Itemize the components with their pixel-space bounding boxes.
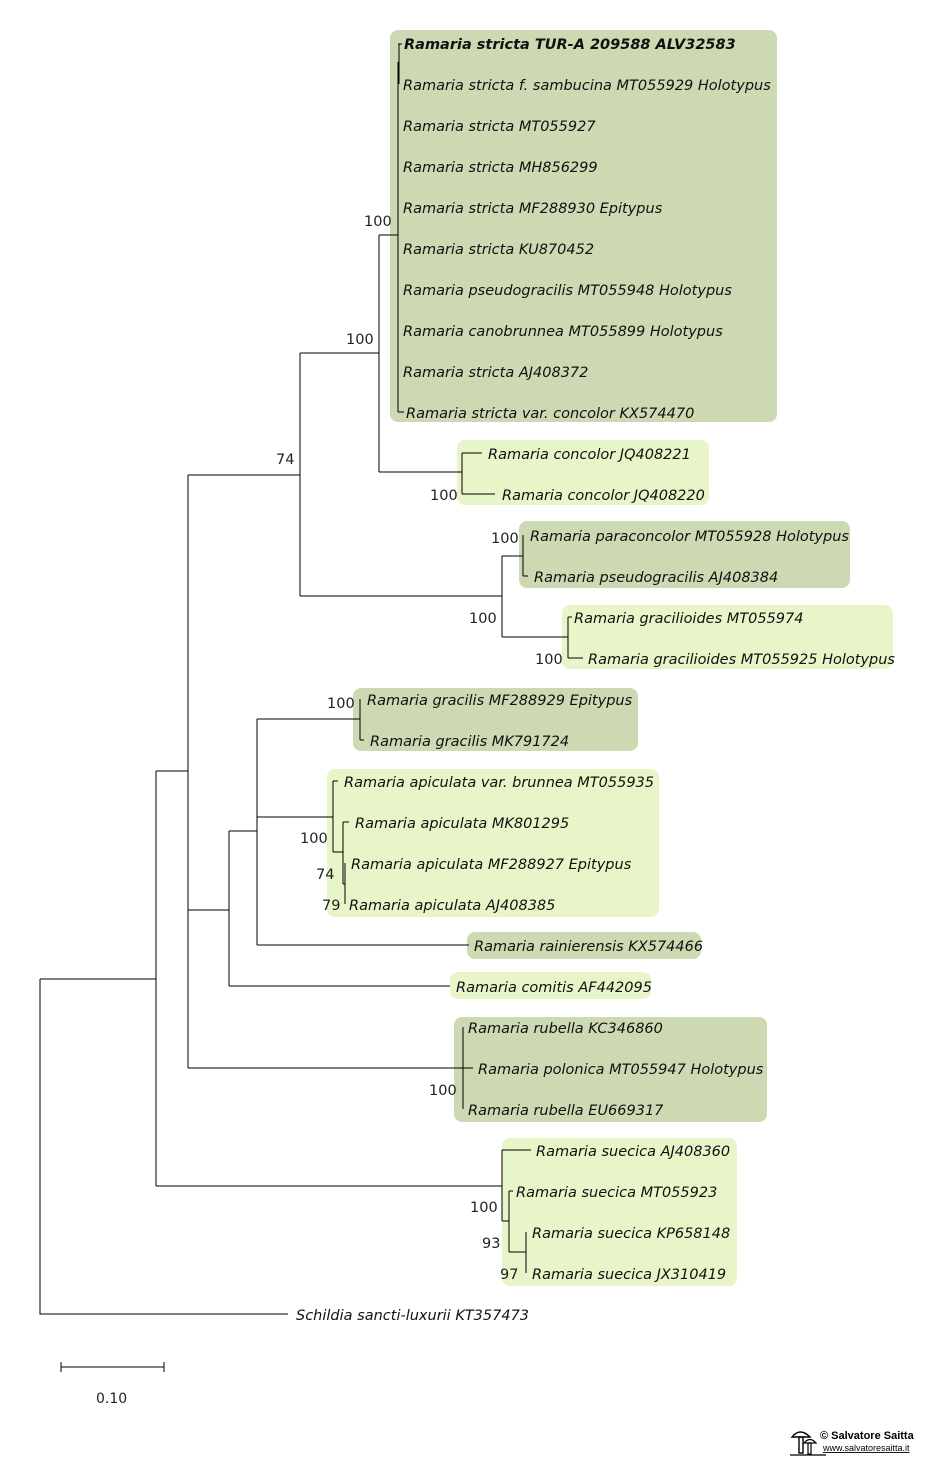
taxon-label: Ramaria rubella EU669317	[468, 1103, 664, 1119]
support-value: 100	[346, 332, 374, 348]
taxon-label: Ramaria concolor JQ408221	[488, 447, 691, 463]
taxon-label: Ramaria apiculata var. brunnea MT055935	[344, 775, 654, 791]
taxon-label: Ramaria gracilis MF288929 Epitypus	[367, 693, 633, 709]
clade-box-gracilis	[353, 688, 638, 751]
clade-box-stricta	[390, 30, 777, 422]
taxon-label: Ramaria suecica MT055923	[516, 1185, 717, 1201]
taxon-label: Ramaria stricta var. concolor KX574470	[406, 406, 694, 422]
taxon-label: Ramaria gracilioides MT055925 Holotypus	[588, 652, 895, 668]
taxon-label: Ramaria pseudogracilis MT055948 Holotypu…	[403, 283, 732, 299]
clade-box-comitis	[450, 972, 651, 999]
taxon-label: Ramaria polonica MT055947 Holotypus	[478, 1062, 764, 1078]
support-value: 100	[470, 1200, 498, 1216]
support-value: 100	[429, 1083, 457, 1099]
taxon-label: Ramaria stricta MF288930 Epitypus	[403, 201, 663, 217]
clade-box-rainierensis	[467, 932, 701, 959]
support-value: 100	[430, 488, 458, 504]
taxon-label: Ramaria gracilioides MT055974	[574, 611, 803, 627]
scale-bar: 0.10	[60, 1362, 165, 1407]
support-value: 100	[327, 696, 355, 712]
support-value: 93	[482, 1236, 500, 1252]
taxon-label: Ramaria rubella KC346860	[468, 1021, 663, 1037]
mushroom-icon	[790, 1431, 826, 1456]
taxon-label: Ramaria stricta MH856299	[403, 160, 598, 176]
taxon-label: Ramaria paraconcolor MT055928 Holotypus	[530, 529, 849, 545]
clade-highlights	[327, 30, 893, 1286]
clade-box-apiculata	[327, 769, 659, 917]
branch	[39, 979, 288, 1315]
clade-box-paraconcolor	[519, 521, 850, 588]
support-values: 100 100 74 100 100 100 100 100 100 74 79…	[276, 214, 563, 1283]
taxon-label: Ramaria apiculata MK801295	[355, 816, 569, 832]
taxon-label: Ramaria concolor JQ408220	[502, 488, 705, 504]
taxon-label: Ramaria suecica JX310419	[532, 1267, 726, 1283]
support-value: 74	[316, 867, 334, 883]
support-value: 74	[276, 452, 294, 468]
support-value: 97	[500, 1267, 518, 1283]
taxon-label: Ramaria stricta f. sambucina MT055929 Ho…	[403, 78, 771, 94]
support-value: 100	[491, 531, 519, 547]
taxon-label: Ramaria stricta AJ408372	[403, 365, 588, 381]
scale-bar-label: 0.10	[96, 1391, 127, 1407]
taxon-label: Ramaria apiculata MF288927 Epitypus	[351, 857, 632, 873]
support-value: 100	[469, 611, 497, 627]
credit-url: www.salvatoresaitta.it	[822, 1443, 910, 1453]
taxon-label: Ramaria suecica AJ408360	[536, 1144, 730, 1160]
taxon-label: Schildia sancti-luxurii KT357473	[296, 1308, 529, 1324]
support-value: 100	[364, 214, 392, 230]
clade-box-gracilioides	[562, 605, 893, 669]
taxon-label: Ramaria gracilis MK791724	[370, 734, 569, 750]
clade-box-rubella	[454, 1017, 767, 1122]
support-value: 79	[322, 898, 340, 914]
clade-box-concolor	[457, 440, 709, 505]
taxon-label: Ramaria apiculata AJ408385	[349, 898, 555, 914]
taxon-label: Ramaria pseudogracilis AJ408384	[534, 570, 778, 586]
support-value: 100	[535, 652, 563, 668]
taxon-label: Ramaria rainierensis KX574466	[474, 939, 703, 955]
tree-branches	[39, 43, 583, 1315]
support-value: 100	[300, 831, 328, 847]
taxon-label: Ramaria stricta MT055927	[403, 119, 596, 135]
taxon-labels: Ramaria stricta TUR-A 209588 ALV32583 Ra…	[296, 37, 895, 1324]
credit-name: © Salvatore Saitta	[820, 1430, 915, 1442]
clade-box-suecica	[502, 1138, 737, 1286]
taxon-label: Ramaria stricta KU870452	[403, 242, 594, 258]
credit-logo: © Salvatore Saitta www.salvatoresaitta.i…	[790, 1430, 915, 1456]
taxon-label: Ramaria canobrunnea MT055899 Holotypus	[403, 324, 723, 340]
taxon-label: Ramaria comitis AF442095	[456, 980, 652, 996]
taxon-label: Ramaria stricta TUR-A 209588 ALV32583	[404, 37, 736, 53]
taxon-label: Ramaria suecica KP658148	[532, 1226, 730, 1242]
